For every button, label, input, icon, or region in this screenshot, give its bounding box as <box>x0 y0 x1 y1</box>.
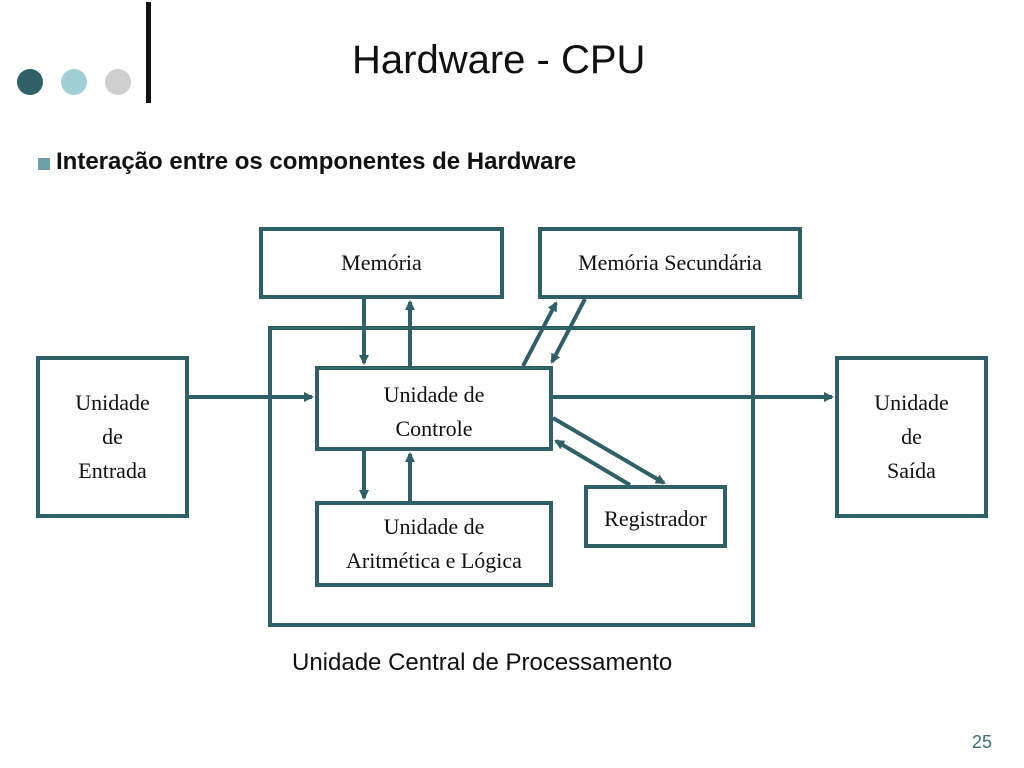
box-memoria: Memória <box>259 227 504 299</box>
box-unidade-controle: Unidade de Controle <box>315 366 553 451</box>
box-memoria-label: Memória <box>341 250 422 275</box>
box-unidade-entrada-label: Unidade de Entrada <box>75 390 150 483</box>
box-unidade-saida: Unidade de Saída <box>835 356 988 518</box>
box-registrador: Registrador <box>584 485 727 548</box>
cpu-caption: Unidade Central de Processamento <box>292 649 673 676</box>
box-unidade-saida-label: Unidade de Saída <box>874 390 949 483</box>
cpu-frame <box>268 326 755 627</box>
decorative-dot-dark <box>17 69 43 95</box>
bullet-square-icon <box>38 158 50 170</box>
box-unidade-aritmetica-logica-label: Unidade de Aritmética e Lógica <box>346 514 522 573</box>
box-unidade-aritmetica-logica: Unidade de Aritmética e Lógica <box>315 501 553 587</box>
decorative-dot-gray <box>105 69 131 95</box>
arrow-controle-to-registrador <box>551 416 666 485</box>
box-unidade-entrada: Unidade de Entrada <box>36 356 189 518</box>
arrow-controle-to-memsec <box>521 301 558 367</box>
bullet-text: Interação entre os componentes de Hardwa… <box>56 148 577 175</box>
arrow-memsec-to-controle <box>550 298 587 364</box>
box-memoria-secundaria-label: Memória Secundária <box>578 250 762 275</box>
title-divider <box>146 2 151 103</box>
decorative-dot-light <box>61 69 87 95</box>
slide-title: Hardware - CPU <box>352 38 646 82</box>
arrow-registrador-to-controle <box>554 439 632 487</box>
box-memoria-secundaria: Memória Secundária <box>538 227 802 299</box>
page-number: 25 <box>972 732 993 752</box>
box-unidade-controle-label: Unidade de Controle <box>383 382 485 441</box>
box-registrador-label: Registrador <box>604 506 707 531</box>
